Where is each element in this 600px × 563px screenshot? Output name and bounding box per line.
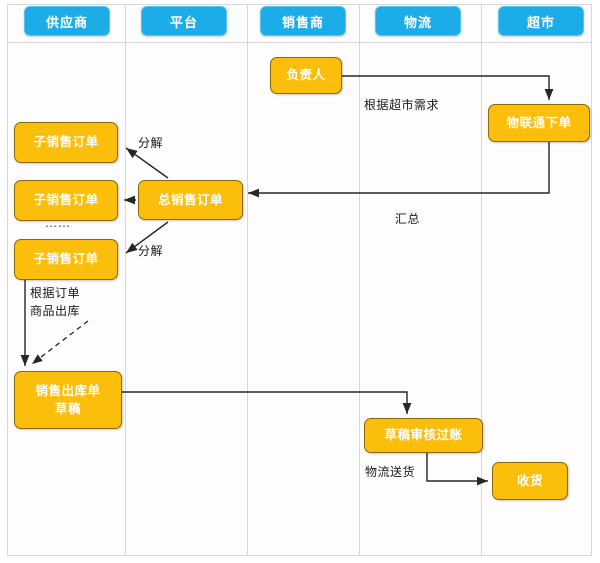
node-iot-order-placement[interactable]: 物联通下单 (488, 104, 590, 142)
lane-divider-3 (359, 4, 360, 556)
lane-header-distributor[interactable]: 销售商 (260, 6, 346, 36)
node-manager[interactable]: 负责人 (270, 57, 342, 94)
lane-divider-2 (247, 4, 248, 556)
label-decompose-bottom: 分解 (138, 244, 164, 258)
lane-header-rule (7, 42, 592, 43)
node-goods-received[interactable]: 收货 (492, 462, 568, 500)
lane-header-supplier[interactable]: 供应商 (24, 6, 110, 36)
lane-header-platform[interactable]: 平台 (141, 6, 227, 36)
node-sub-sales-order-1[interactable]: 子销售订单 (14, 122, 118, 163)
node-sales-outbound-draft[interactable]: 销售出库单 草稿 (14, 371, 122, 429)
label-ellipsis: …… (45, 216, 71, 230)
label-ship-per-order: 根据订单 商品出库 (30, 286, 81, 318)
lane-header-logistics[interactable]: 物流 (375, 6, 461, 36)
node-sub-sales-order-2[interactable]: 子销售订单 (14, 180, 118, 221)
node-sub-sales-order-3[interactable]: 子销售订单 (14, 239, 118, 280)
node-total-sales-order[interactable]: 总销售订单 (138, 180, 243, 220)
label-logistics-delivery: 物流送货 (365, 465, 416, 479)
lane-header-supermarket[interactable]: 超市 (498, 6, 584, 36)
label-per-supermarket-demand: 根据超市需求 (364, 98, 440, 112)
node-draft-audit-posting[interactable]: 草稿审核过账 (364, 418, 483, 453)
lane-divider-1 (125, 4, 126, 556)
label-decompose-top: 分解 (138, 136, 164, 150)
label-summarize: 汇总 (395, 212, 421, 226)
lane-divider-4 (481, 4, 482, 556)
